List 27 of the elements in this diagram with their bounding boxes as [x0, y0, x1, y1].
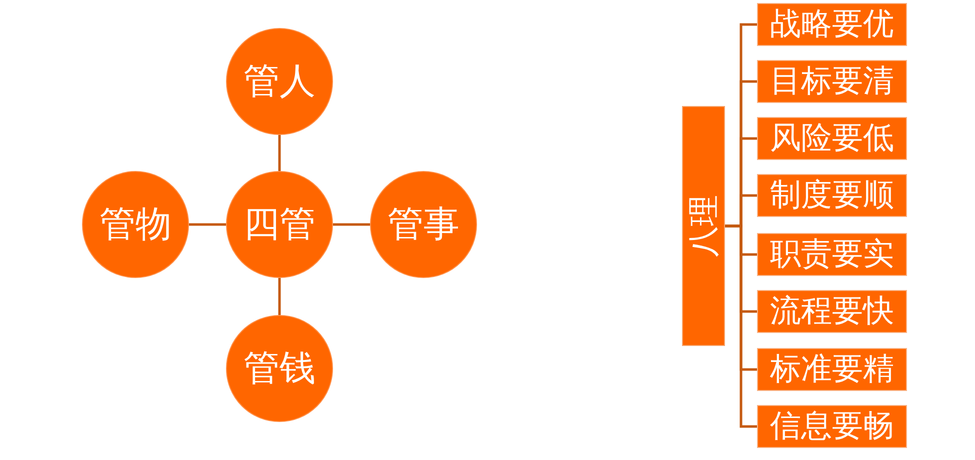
connector-line: [278, 278, 281, 315]
principle-box: [757, 60, 907, 103]
principle-label: 制度要顺: [770, 178, 894, 213]
principle-label: 标准要精: [770, 352, 894, 387]
connector-line: [189, 223, 226, 226]
principle-label: 风险要低: [770, 121, 894, 156]
principle-box: [757, 233, 907, 276]
principle-box: [757, 405, 907, 448]
connector-line: [278, 135, 281, 171]
principle-box: [757, 117, 907, 160]
title-label: 八理: [686, 195, 721, 257]
principle-label: 流程要快: [770, 294, 894, 329]
principle-label: 战略要优: [770, 7, 894, 42]
principle-label: 目标要清: [770, 64, 894, 99]
principle-label: 信息要畅: [770, 409, 894, 444]
principle-label: 职责要实: [770, 237, 894, 272]
principle-box: [757, 3, 907, 46]
title-bar: [682, 106, 725, 346]
connector-line: [333, 223, 370, 226]
principle-box: [757, 174, 907, 217]
circle-label: 管人: [244, 62, 316, 102]
circle-label: 四管: [244, 204, 316, 244]
circle-label: 管事: [388, 204, 460, 244]
principle-box: [757, 290, 907, 333]
principle-box: [757, 348, 907, 391]
circle-label: 管物: [100, 204, 172, 244]
circle-label: 管钱: [244, 348, 316, 388]
